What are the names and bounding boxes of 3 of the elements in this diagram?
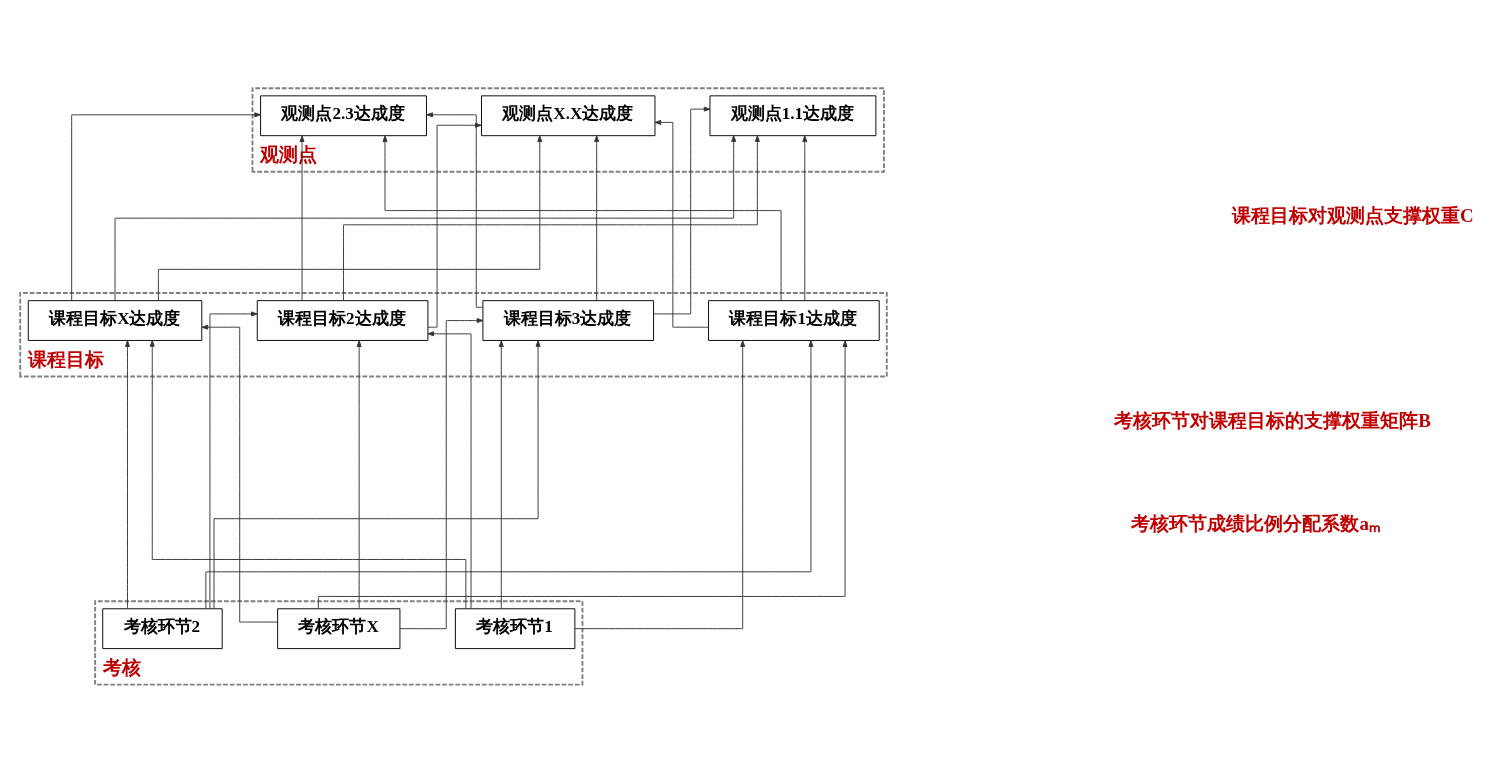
label: 考核环节成绩比例分配系数aₘ xyxy=(1131,513,1381,535)
label: 考核环节对课程目标的支撑权重矩阵B xyxy=(1114,409,1431,431)
label: 课程目标对观测点支撑权重C xyxy=(1231,204,1474,226)
